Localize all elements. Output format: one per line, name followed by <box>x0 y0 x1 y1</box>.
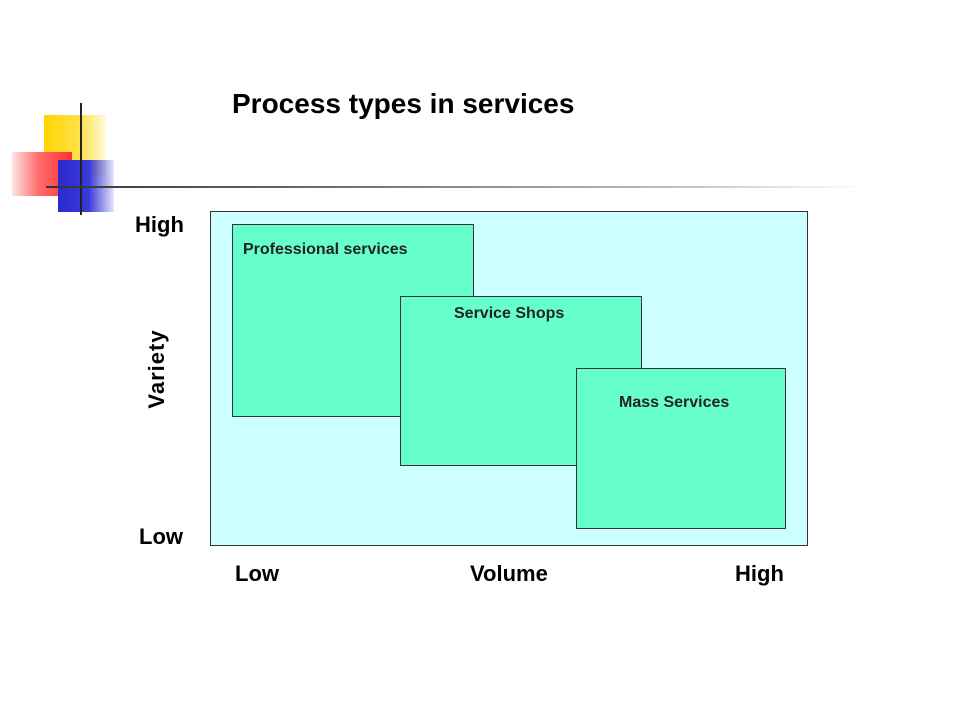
mass-services-box <box>576 368 786 529</box>
slide-title: Process types in services <box>232 88 575 119</box>
professional-services-label: Professional services <box>243 241 408 258</box>
service-shops-label: Service Shops <box>454 305 565 322</box>
x-axis-title: Volume <box>470 561 548 586</box>
y-axis-high-label: High <box>135 212 184 237</box>
title-underline <box>46 186 866 188</box>
x-axis-low-label: Low <box>235 561 279 586</box>
decorative-vertical-line <box>80 103 82 215</box>
y-axis-low-label: Low <box>139 524 183 549</box>
x-axis-high-label: High <box>735 561 784 586</box>
y-axis-title: Variety <box>144 329 169 409</box>
mass-services-label: Mass Services <box>619 394 730 411</box>
